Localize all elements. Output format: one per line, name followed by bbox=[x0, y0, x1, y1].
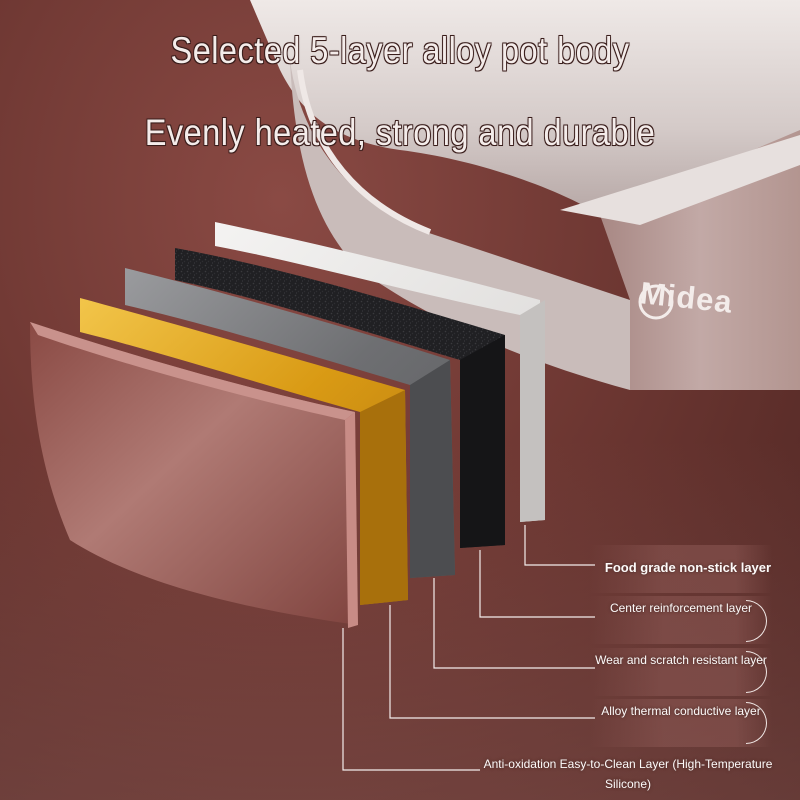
layer-non-stick bbox=[215, 222, 545, 522]
layer-anti-oxidation bbox=[30, 322, 358, 628]
brand-logo-mark bbox=[638, 284, 674, 320]
layer-label-wear-resistant: Wear and scratch resistant layer bbox=[595, 653, 767, 667]
layer-thermal-conductive bbox=[80, 298, 408, 605]
label-background bbox=[590, 596, 772, 644]
headline-line-2: Evenly heated, strong and durable bbox=[144, 112, 656, 153]
label-background bbox=[590, 545, 772, 593]
headline-line-1: Selected 5-layer alloy pot body bbox=[170, 30, 630, 71]
pot-body bbox=[250, 0, 800, 390]
label-background bbox=[590, 699, 772, 747]
layer-label-anti-oxidation: Anti-oxidation Easy-to-Clean Layer (High… bbox=[483, 757, 773, 791]
layer-label-non-stick: Food grade non-stick layer bbox=[604, 560, 772, 575]
layer-label-center-reinforcement: Center reinforcement layer bbox=[609, 601, 753, 615]
label-background bbox=[590, 648, 772, 696]
layer-center-reinforcement bbox=[175, 248, 505, 548]
layer-label-thermal-conductive: Alloy thermal conductive layer bbox=[601, 704, 761, 718]
leader-lines bbox=[342, 525, 595, 771]
layer-wear-resistant bbox=[125, 268, 455, 578]
